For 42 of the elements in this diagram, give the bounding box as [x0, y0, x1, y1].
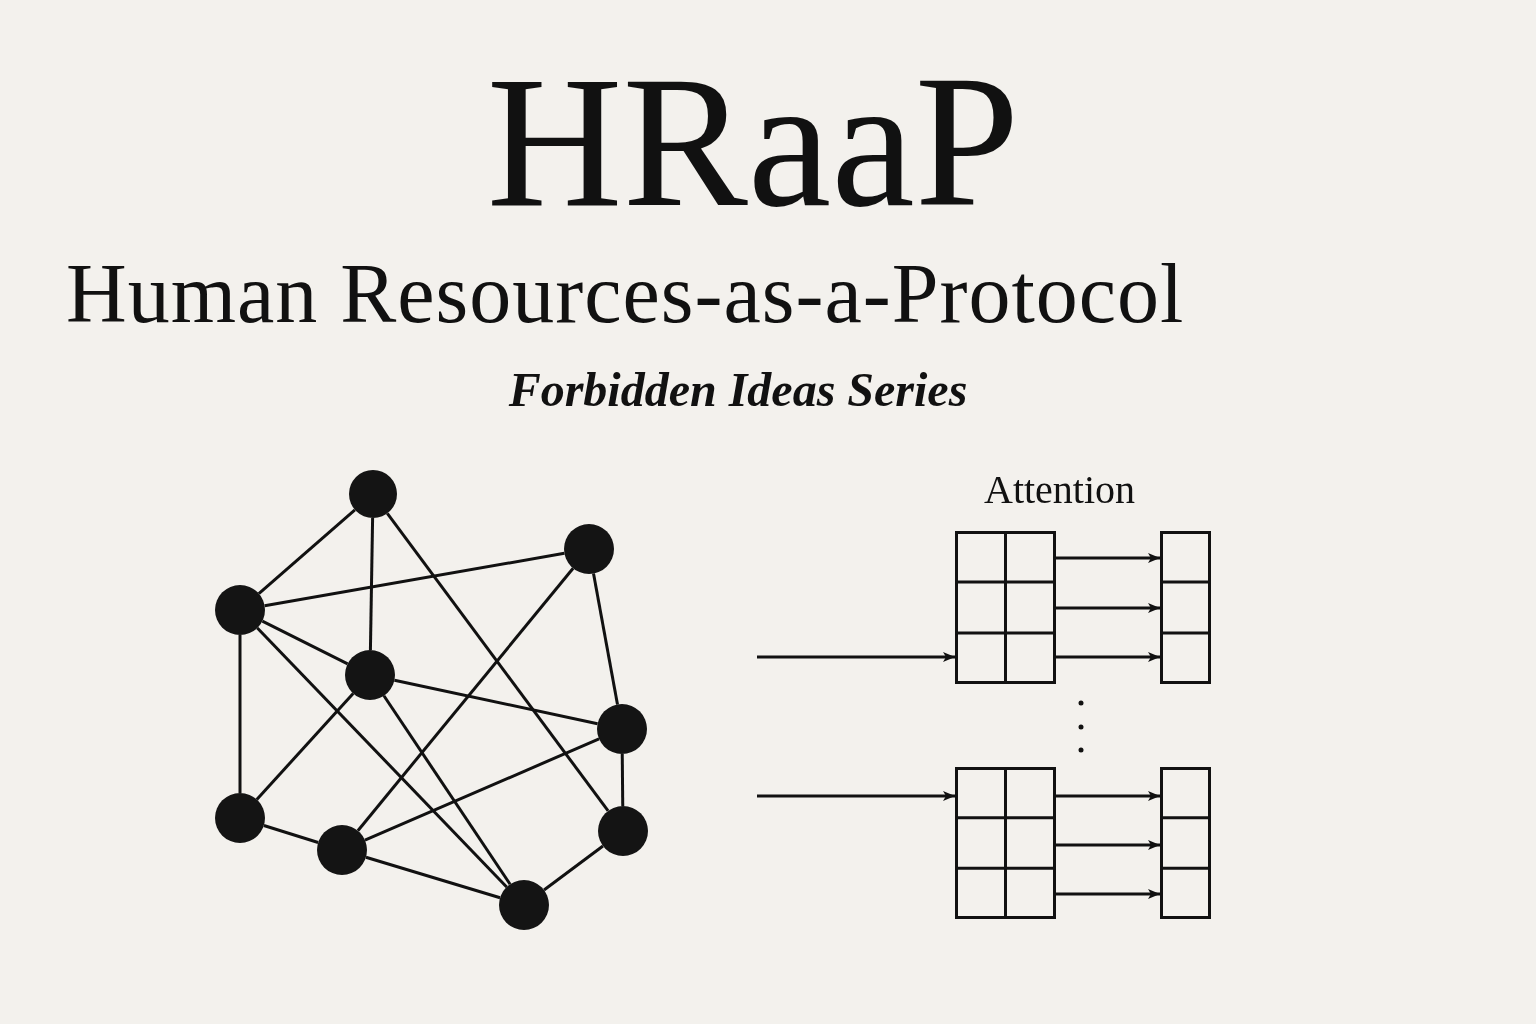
- connector-line: [256, 626, 508, 889]
- connector-line: [365, 855, 501, 900]
- matrix-grid: [955, 767, 1056, 919]
- vector-column: [1160, 531, 1211, 684]
- connector-line: [356, 567, 575, 832]
- section-heading: Attention: [984, 468, 1136, 512]
- connector-line: [261, 619, 349, 666]
- connector-line: [394, 678, 598, 726]
- connector-line: [592, 573, 619, 705]
- arrow: [1056, 889, 1160, 899]
- series-caption: Forbidden Ideas Series: [507, 364, 969, 417]
- graph-node: [564, 524, 614, 574]
- graph-node: [345, 650, 395, 700]
- connector-line: [620, 754, 625, 806]
- title: HRaaP: [485, 48, 1021, 236]
- graph-node: [317, 825, 367, 875]
- arrow: [757, 652, 955, 662]
- graph-node: [215, 585, 265, 635]
- connector-line: [238, 635, 242, 793]
- graph-node: [597, 704, 647, 754]
- connector-line: [364, 737, 600, 842]
- matrix-grid: [955, 531, 1056, 684]
- vector-column: [1160, 767, 1211, 919]
- connector-line: [386, 512, 610, 812]
- arrow: [1056, 791, 1160, 801]
- arrow: [1056, 603, 1160, 613]
- connector-line: [255, 692, 355, 801]
- graph-node: [598, 806, 648, 856]
- connector-line: [543, 844, 604, 892]
- graph-node: [499, 880, 549, 930]
- connector-line: [368, 517, 375, 651]
- arrow: [1056, 553, 1160, 563]
- connector-line: [263, 824, 319, 844]
- connector-line: [264, 551, 565, 608]
- arrow: [1056, 840, 1160, 850]
- arrow: [757, 791, 955, 801]
- arrow: [1056, 652, 1160, 662]
- connector-line: [382, 694, 512, 886]
- graph-node: [215, 793, 265, 843]
- subtitle: Human Resources-as-a-Protocol: [66, 252, 1185, 336]
- connector-line: [257, 508, 356, 595]
- graph-node: [349, 470, 397, 518]
